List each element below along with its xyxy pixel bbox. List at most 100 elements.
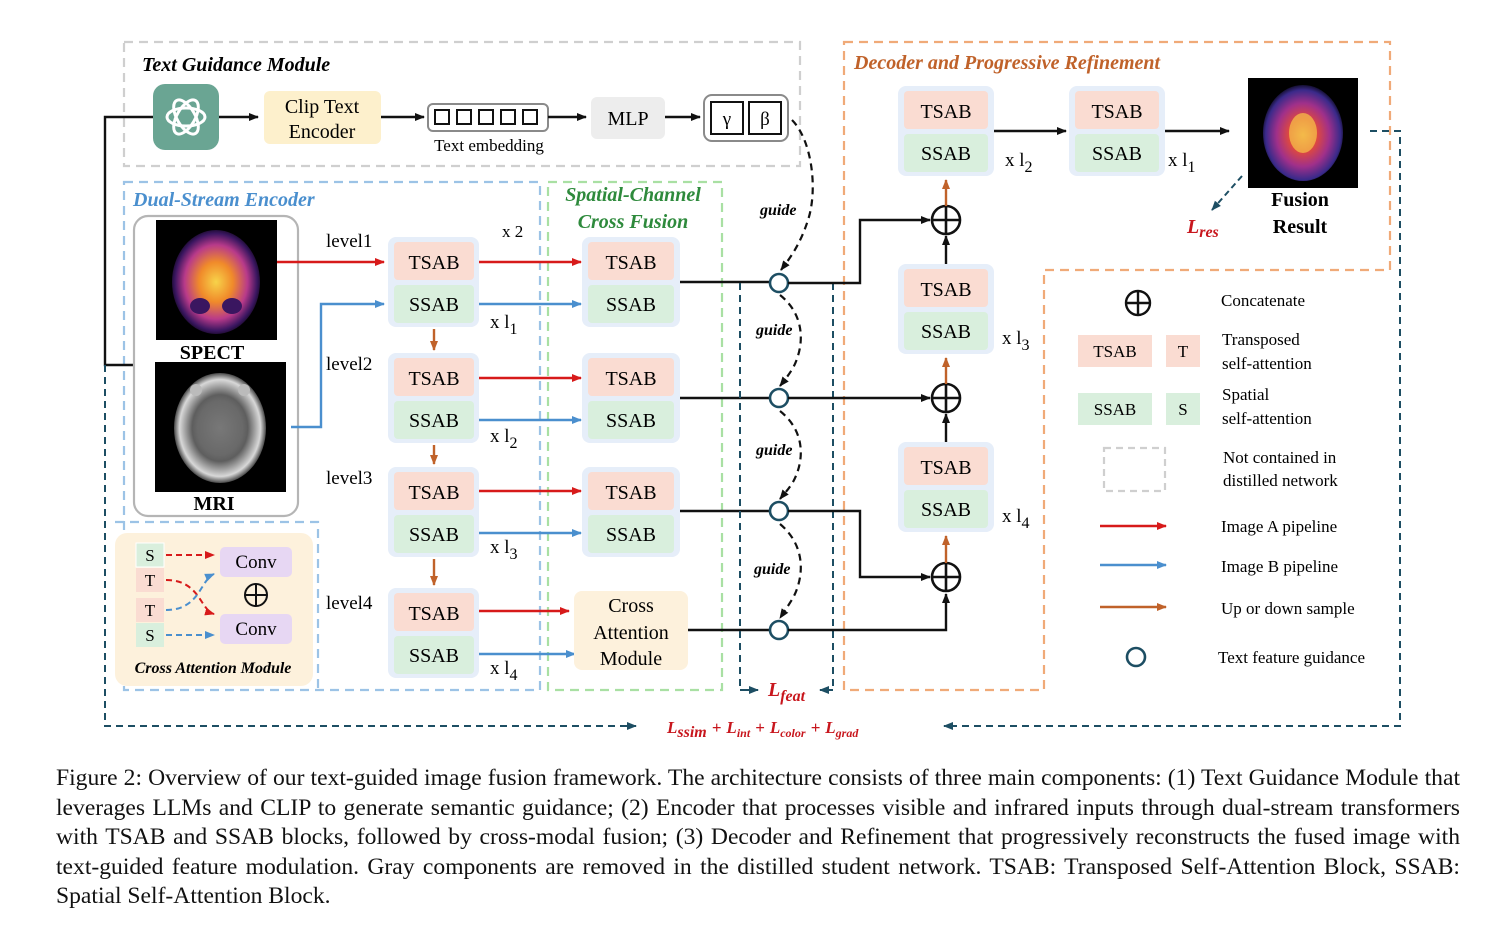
legend-tsab-chip: TSAB bbox=[1093, 342, 1136, 361]
dec2-repeat: x l1 bbox=[1168, 150, 1196, 176]
enc4-repeat: x l4 bbox=[490, 658, 518, 684]
beta-label: β bbox=[760, 109, 770, 130]
guide-label-3: guide bbox=[755, 442, 792, 459]
guidance-node-2 bbox=[768, 387, 790, 409]
dec2-tsab: TSAB bbox=[1091, 101, 1142, 123]
level3-label: level3 bbox=[326, 468, 372, 489]
fus2-ssab: SSAB bbox=[606, 410, 656, 432]
fusion-result-line1: Fusion bbox=[1271, 189, 1329, 211]
sccf-title-line2: Cross Fusion bbox=[578, 211, 689, 233]
guide-label-2: guide bbox=[755, 322, 792, 339]
dual-stream-encoder-frame bbox=[122, 180, 542, 692]
enc3-tsab: TSAB bbox=[408, 482, 459, 504]
enc1-tsab: TSAB bbox=[408, 252, 459, 274]
legend-s-chip: S bbox=[1178, 400, 1187, 419]
text-guidance-module-frame bbox=[122, 40, 802, 168]
gamma-label: γ bbox=[722, 109, 731, 130]
level4-label: level4 bbox=[326, 593, 373, 614]
clip-line2: Encoder bbox=[289, 121, 356, 143]
spect-image bbox=[156, 220, 277, 340]
legend-ssab-chip: SSAB bbox=[1094, 400, 1137, 419]
decoder-title: Decoder and Progressive Refinement bbox=[853, 52, 1162, 74]
total-loss-label: Lssim+Lint+Lcolor+Lgrad bbox=[666, 718, 859, 741]
enc4-tsab: TSAB bbox=[408, 603, 459, 625]
legend: Concatenate TSAB T Transposed self-atten… bbox=[1078, 289, 1365, 668]
dual-stream-encoder-title: Dual-Stream Encoder bbox=[132, 189, 315, 211]
mlp-label: MLP bbox=[607, 108, 648, 130]
enc1-ssab: SSAB bbox=[409, 294, 459, 316]
legend-dashed-box bbox=[1102, 446, 1167, 493]
level1-label: level1 bbox=[326, 231, 372, 252]
fusion-result-line2: Result bbox=[1273, 216, 1328, 238]
figure-caption: Figure 2: Overview of our text-guided im… bbox=[56, 765, 1460, 909]
guidance-node-4 bbox=[768, 619, 790, 641]
dec2-ssab: SSAB bbox=[1092, 143, 1142, 165]
dec3-ssab: SSAB bbox=[921, 321, 971, 343]
legend-sample-label: Up or down sample bbox=[1221, 599, 1355, 618]
legend-distill-line2: distilled network bbox=[1223, 471, 1338, 490]
dec4-repeat: x l4 bbox=[1002, 506, 1030, 532]
sccf-title-line1: Spatial-Channel bbox=[565, 184, 701, 206]
clip-text-encoder bbox=[264, 91, 381, 144]
concat-node-3 bbox=[930, 561, 962, 593]
legend-image-a-label: Image A pipeline bbox=[1221, 517, 1337, 536]
dec4-ssab: SSAB bbox=[921, 499, 971, 521]
cam-conv-top: Conv bbox=[235, 552, 277, 573]
fus1-tsab: TSAB bbox=[605, 252, 656, 274]
guidance-node-1 bbox=[768, 272, 790, 294]
enc4-ssab: SSAB bbox=[409, 645, 459, 667]
concat-node-2 bbox=[930, 382, 962, 414]
legend-tsab-line2: self-attention bbox=[1222, 354, 1312, 373]
gpt-logo-icon bbox=[153, 84, 219, 150]
cam-concat-icon bbox=[244, 583, 268, 607]
cam-block-line2: Attention bbox=[593, 622, 669, 644]
guide-label-4: guide bbox=[753, 561, 790, 578]
fus2-tsab: TSAB bbox=[605, 368, 656, 390]
text-embedding-tokens bbox=[427, 103, 549, 132]
fus1-ssab: SSAB bbox=[606, 294, 656, 316]
text-embedding-label: Text embedding bbox=[434, 136, 544, 155]
legend-image-b-label: Image B pipeline bbox=[1221, 557, 1338, 576]
enc2-tsab: TSAB bbox=[408, 368, 459, 390]
cam-conv-bottom: Conv bbox=[235, 619, 277, 640]
fus3-ssab: SSAB bbox=[606, 524, 656, 546]
clip-line1: Clip Text bbox=[285, 96, 360, 118]
cam-t-bottom: T bbox=[145, 601, 156, 620]
dec1-repeat: x l2 bbox=[1005, 150, 1033, 176]
guidance-node-3 bbox=[768, 500, 790, 522]
cross-attention-module-title: Cross Attention Module bbox=[135, 660, 292, 677]
level2-label: level2 bbox=[326, 354, 372, 375]
cam-s-bottom: S bbox=[145, 626, 154, 645]
fus3-tsab: TSAB bbox=[605, 482, 656, 504]
text-guidance-module-title: Text Guidance Module bbox=[142, 54, 330, 76]
fusion-result-image bbox=[1248, 78, 1358, 188]
guide-label-1: guide bbox=[759, 202, 796, 219]
framework-diagram: Text Guidance Module Dual-Stream Encoder… bbox=[103, 40, 1401, 741]
legend-concat-icon bbox=[1124, 289, 1152, 317]
cam-block-line3: Module bbox=[600, 648, 662, 670]
legend-guidance-label: Text feature guidance bbox=[1218, 648, 1365, 667]
legend-distill-line1: Not contained in bbox=[1223, 448, 1337, 467]
enc1-repeat-x2: x 2 bbox=[502, 222, 523, 241]
l-feat-label: Lfeat bbox=[767, 679, 806, 705]
enc2-repeat: x l2 bbox=[490, 426, 518, 452]
enc1-repeat: x l1 bbox=[490, 312, 518, 338]
mri-label: MRI bbox=[193, 493, 234, 515]
dec1-tsab: TSAB bbox=[920, 101, 971, 123]
legend-ssab-line2: self-attention bbox=[1222, 409, 1312, 428]
concat-node-1 bbox=[930, 204, 962, 236]
enc3-ssab: SSAB bbox=[409, 524, 459, 546]
dec1-ssab: SSAB bbox=[921, 143, 971, 165]
spect-label: SPECT bbox=[180, 342, 245, 364]
cam-block-line1: Cross bbox=[608, 595, 654, 617]
dec4-tsab: TSAB bbox=[920, 457, 971, 479]
dec3-tsab: TSAB bbox=[920, 279, 971, 301]
dec3-repeat: x l3 bbox=[1002, 328, 1030, 354]
spatial-channel-fusion-frame bbox=[546, 180, 724, 692]
enc2-ssab: SSAB bbox=[409, 410, 459, 432]
legend-t-chip: T bbox=[1178, 342, 1189, 361]
l-res-label: Lres bbox=[1186, 216, 1219, 241]
decoder-frame bbox=[842, 40, 1392, 692]
legend-ssab-line1: Spatial bbox=[1222, 385, 1269, 404]
enc3-repeat: x l3 bbox=[490, 537, 518, 563]
